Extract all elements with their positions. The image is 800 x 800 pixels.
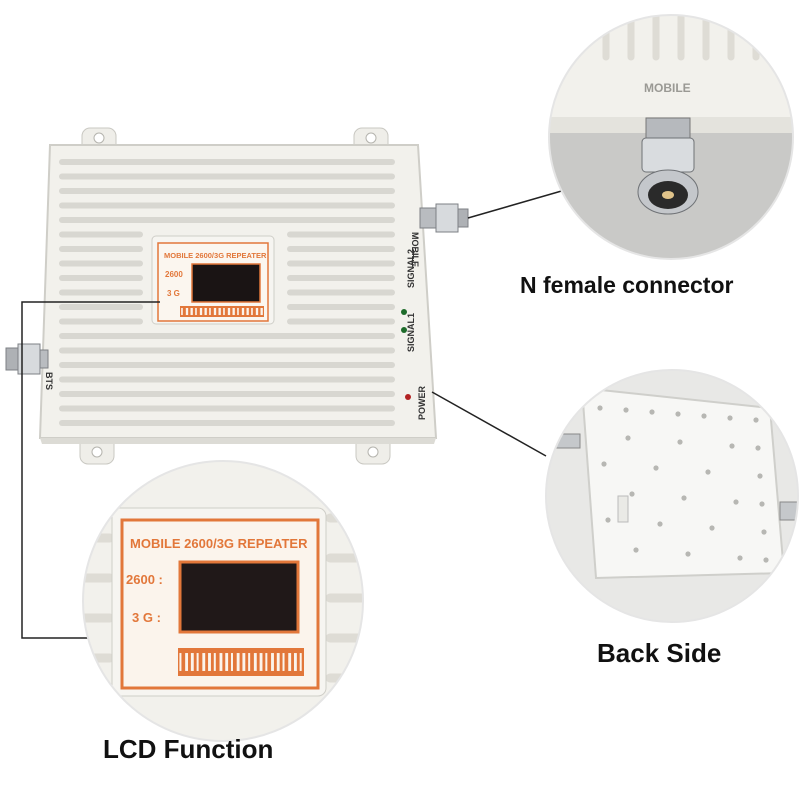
back-panel-holes xyxy=(597,405,769,563)
bts-connector xyxy=(5,343,49,375)
zoom-lcd-photo: MOBILE 2600/3G REPEATER 2600 : 3 G : xyxy=(82,460,364,742)
caption-n-female-connector: N female connector xyxy=(520,272,734,298)
led-signal1 xyxy=(401,327,407,333)
zoom-lcd-screen xyxy=(178,560,300,634)
cooling-fins xyxy=(59,159,395,426)
led-label-power: POWER xyxy=(417,385,427,420)
caption-back-side: Back Side xyxy=(597,638,722,668)
port-label-bts: BTS xyxy=(44,372,54,390)
port-label-mobile: MOBILE xyxy=(410,232,420,267)
caption-lcd-function: LCD Function xyxy=(103,734,274,764)
callout-line-lcd xyxy=(21,301,160,639)
led-signal2 xyxy=(401,309,407,315)
lcd-panel: MOBILE 2600/3G REPEATER 2600 3 G xyxy=(151,235,275,325)
zoom-lcd-band-3g: 3 G : xyxy=(132,610,161,625)
led-power xyxy=(405,394,411,400)
lcd-title: MOBILE 2600/3G REPEATER xyxy=(164,251,267,260)
zoom-lcd-barcode xyxy=(178,648,304,676)
lcd-barcode xyxy=(180,306,264,317)
zoom-connector-label: MOBILE xyxy=(644,81,691,95)
zoom-back-photo xyxy=(545,369,799,623)
mobile-connector xyxy=(419,203,469,233)
zoom-lcd-title: MOBILE 2600/3G REPEATER xyxy=(130,536,308,551)
zoom-lcd-band-2600: 2600 : xyxy=(126,572,163,587)
led-label-signal1: SIGNAL1 xyxy=(406,313,416,352)
lcd-band-3g: 3 G xyxy=(167,289,180,298)
callout-line-connector xyxy=(467,189,566,219)
led-label-signal2: SIGNAL2 xyxy=(406,249,416,288)
zoom-connector-photo: MOBILE xyxy=(548,14,794,260)
lcd-screen xyxy=(191,263,261,303)
callout-line-back xyxy=(431,391,547,457)
lcd-band-2600: 2600 xyxy=(165,270,183,279)
